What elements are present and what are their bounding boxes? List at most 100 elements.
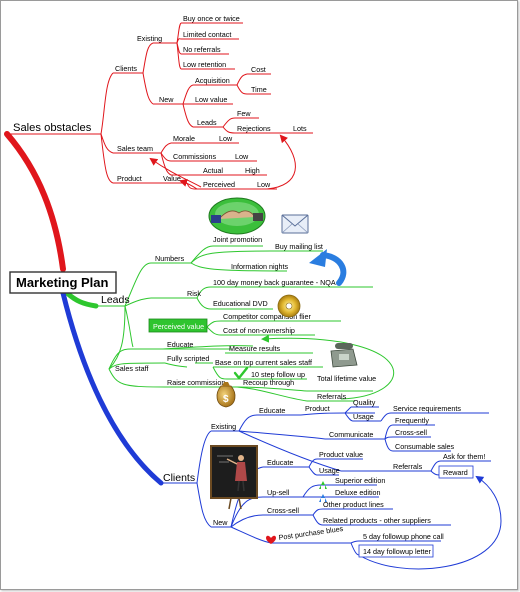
- existing-product-label: Product: [305, 404, 330, 413]
- so-leads-label: Leads: [197, 118, 217, 127]
- phone-icon: [330, 343, 358, 368]
- service-requirements-label: Service requirements: [393, 404, 461, 413]
- so-actual-label: Actual: [203, 166, 223, 175]
- follow-up-label: 10 step follow up: [251, 370, 305, 379]
- so-few-label: Few: [237, 109, 251, 118]
- existing-usage-label: Usage: [353, 412, 374, 421]
- so-low-value-label: Low value: [195, 95, 227, 104]
- so-time-label: Time: [251, 85, 267, 94]
- existing-quality-label: Quality: [353, 398, 376, 407]
- check-icon: [233, 366, 249, 380]
- deluxe-edition-label: Deluxe edition: [335, 488, 381, 497]
- leads-label: Leads: [101, 294, 130, 306]
- existing-educate-label: Educate: [259, 406, 285, 415]
- related-products-label: Related products - other suppliers: [323, 516, 431, 525]
- so-lots-label: Lots: [293, 124, 307, 133]
- leads-risk-label: Risk: [187, 289, 201, 298]
- heart-icon: [266, 535, 276, 544]
- new-cross-sell-label: Cross-sell: [267, 506, 299, 515]
- sales-obstacles-subtree: [9, 22, 313, 190]
- so-commissions-label: Commissions: [173, 152, 217, 161]
- recoup-through-label: Recoup through: [243, 378, 294, 387]
- communicate-label: Communicate: [329, 430, 373, 439]
- root-node[interactable]: Marketing Plan: [9, 271, 117, 294]
- money-bag-icon: $: [216, 382, 236, 408]
- clients-label: Clients: [163, 472, 195, 484]
- sales-staff-label: Sales staff: [115, 364, 148, 373]
- branch-sales-obstacles: [4, 131, 66, 272]
- up-arrow-icon: [319, 494, 327, 502]
- so-existing-item: No referrals: [183, 45, 221, 54]
- reward-node[interactable]: Reward: [438, 465, 474, 479]
- envelope-icon: [281, 214, 309, 234]
- existing-referrals-label: Referrals: [393, 462, 423, 471]
- leads-numbers-label: Numbers: [155, 254, 185, 263]
- so-value-label: Value: [163, 174, 181, 183]
- perceived-value-node[interactable]: Perceived value: [148, 318, 208, 333]
- so-perceived-low: Low: [257, 180, 271, 189]
- up-arrow-icon: [319, 481, 327, 489]
- referrals-label: Referrals: [317, 392, 347, 401]
- clients-subtree: [161, 406, 502, 570]
- so-new-label: New: [159, 95, 174, 104]
- post-purchase-blues-label: Post purchase blues: [278, 524, 344, 542]
- so-morale-label: Morale: [173, 134, 195, 143]
- sales-staff-educate: Educate: [167, 340, 193, 349]
- so-clients-label: Clients: [115, 64, 137, 73]
- so-existing-item: Buy once or twice: [183, 14, 240, 23]
- so-rejections-label: Rejections: [237, 124, 271, 133]
- educational-dvd-label: Educational DVD: [213, 299, 268, 308]
- clients-new-label: New: [213, 518, 228, 527]
- frequently-label: Frequently: [395, 416, 429, 425]
- so-existing-item: Low retention: [183, 60, 226, 69]
- sales-obstacles-label: Sales obstacles: [13, 122, 92, 134]
- root-label: Marketing Plan: [16, 275, 109, 290]
- followup-letter-label: 14 day followup letter: [363, 547, 432, 556]
- information-nights-label: Information nights: [231, 262, 289, 271]
- new-usage-label: Usage: [319, 466, 340, 475]
- so-existing-label: Existing: [137, 34, 162, 43]
- svg-text:$: $: [223, 394, 229, 405]
- branch-leads: [64, 290, 99, 309]
- presenter-icon: [210, 445, 258, 510]
- guarantee-label: 100 day money back guarantee - NQA: [213, 278, 336, 287]
- handshake-icon: [208, 197, 266, 235]
- so-actual-high: High: [245, 166, 260, 175]
- so-existing-item: Limited contact: [183, 30, 231, 39]
- existing-cross-sell-label: Cross-sell: [395, 428, 427, 437]
- base-on-top-label: Base on top current sales staff: [215, 358, 312, 367]
- perceived-value-label: Perceived value: [153, 322, 204, 331]
- phone-call-label: 5 day followup phone call: [363, 532, 444, 541]
- total-lifetime-value-label: Total lifetime value: [317, 374, 376, 383]
- so-perceived-label: Perceived: [203, 180, 235, 189]
- consumable-sales-label: Consumable sales: [395, 442, 455, 451]
- raise-commission-label: Raise commission: [167, 378, 225, 387]
- so-product-label: Product: [117, 174, 142, 183]
- reward-label: Reward: [443, 468, 468, 477]
- measure-results-label: Measure results: [229, 344, 281, 353]
- product-value-label: Product value: [319, 450, 363, 459]
- perceived-value-item: Cost of non-ownership: [223, 326, 295, 335]
- new-educate-label: Educate: [267, 458, 293, 467]
- fully-scripted-label: Fully scripted: [167, 354, 209, 363]
- dvd-icon: [277, 294, 301, 318]
- so-sales-team-label: Sales team: [117, 144, 153, 153]
- branch-clients: [60, 290, 164, 486]
- buy-mailing-list-label: Buy mailing list: [275, 242, 323, 251]
- so-acquisition-label: Acquisition: [195, 76, 230, 85]
- clients-existing-label: Existing: [211, 422, 236, 431]
- joint-promotion-label: Joint promotion: [213, 235, 262, 244]
- superior-edition-label: Superior edition: [335, 476, 385, 485]
- perceived-value-item: Competitor comparison flier: [223, 312, 311, 321]
- so-cost-label: Cost: [251, 65, 266, 74]
- so-commissions-low: Low: [235, 152, 249, 161]
- up-sell-label: Up-sell: [267, 488, 290, 497]
- undo-arrow-icon: [309, 249, 347, 286]
- leads-subtree: [96, 245, 394, 402]
- other-product-lines-label: Other product lines: [323, 500, 384, 509]
- followup-letter-node[interactable]: 14 day followup letter: [358, 544, 434, 558]
- ask-for-them-label: Ask for them!: [443, 452, 485, 461]
- so-morale-low: Low: [219, 134, 233, 143]
